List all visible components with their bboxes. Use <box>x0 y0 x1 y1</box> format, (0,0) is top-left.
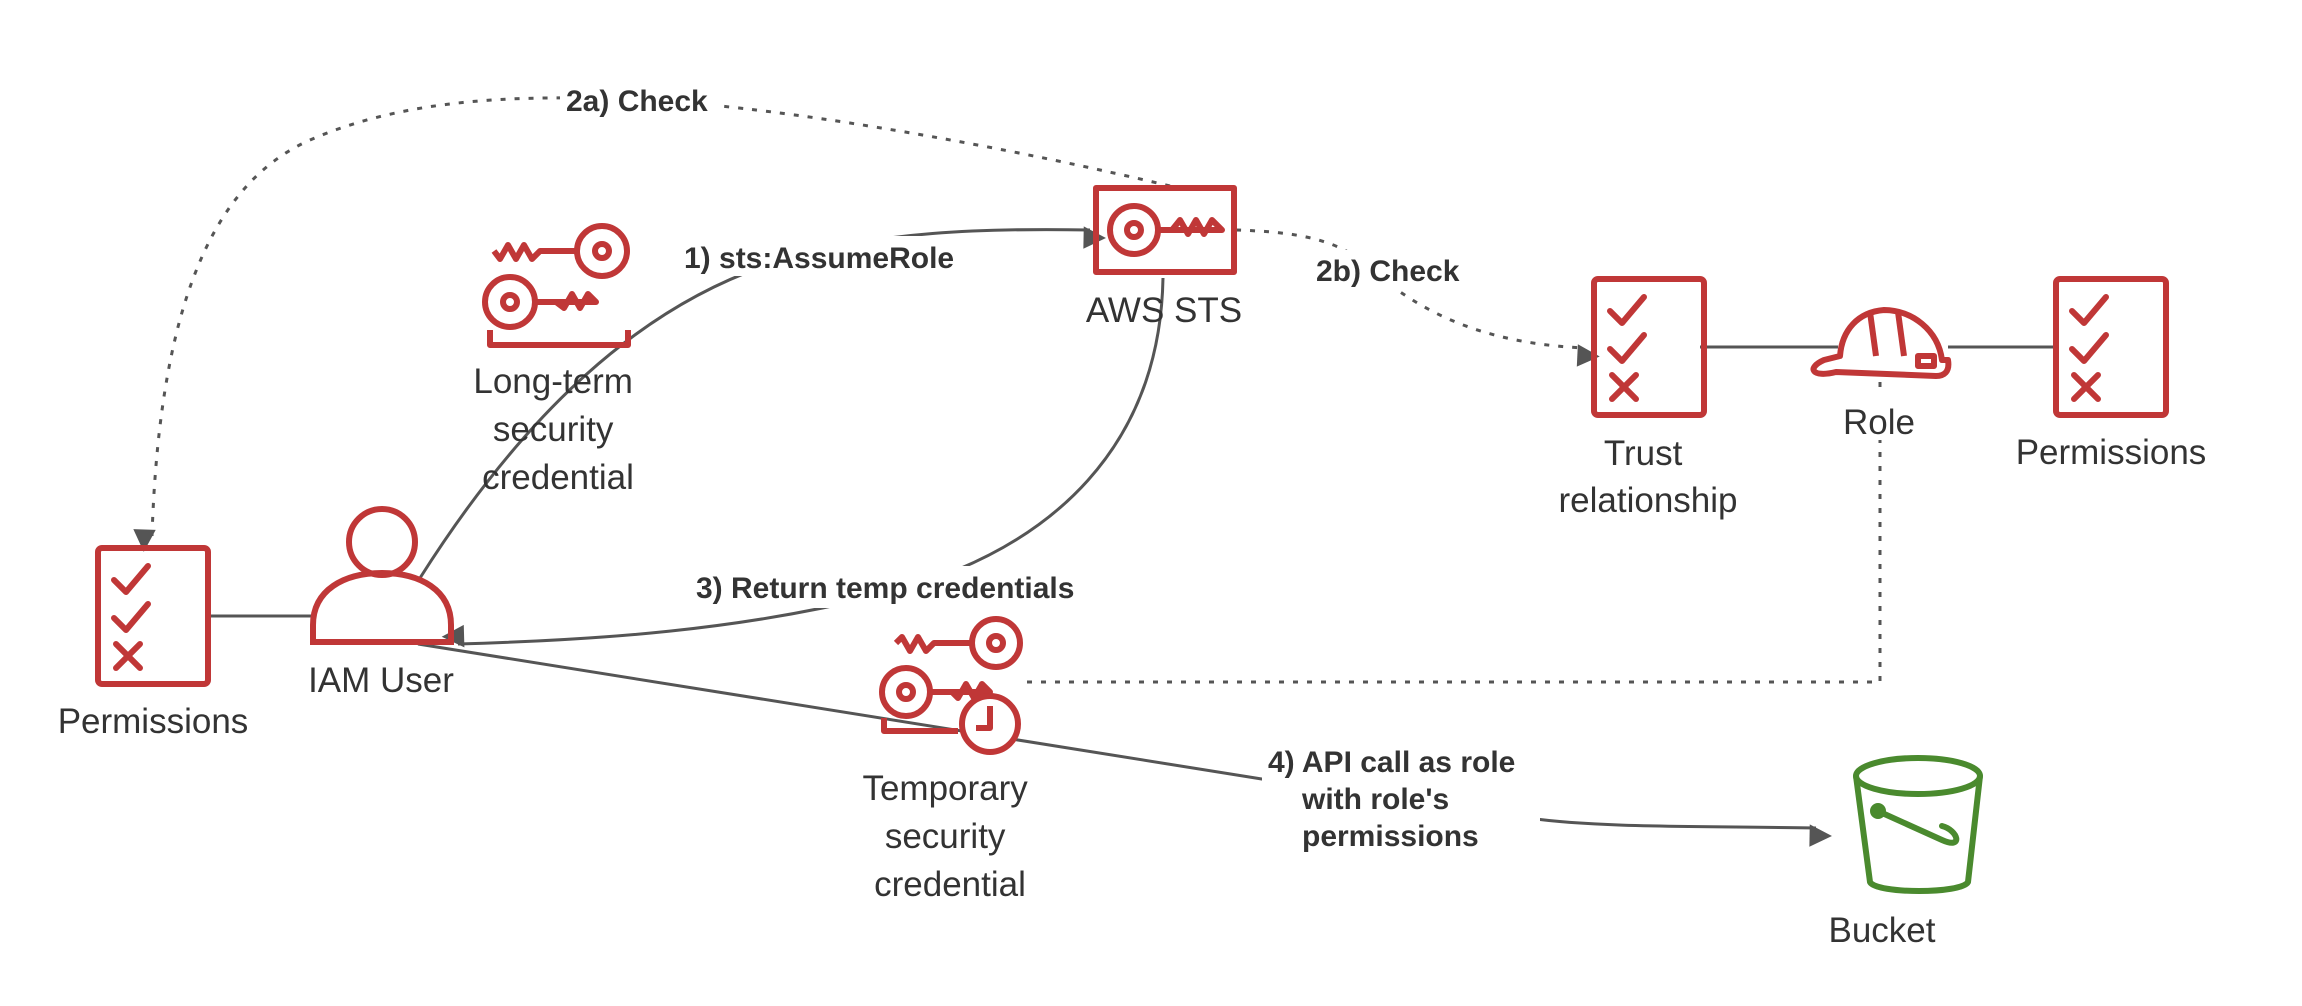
edge-label-bg <box>1310 250 1474 290</box>
edge-label-bg <box>678 236 974 276</box>
keys-clock-icon <box>879 616 1023 755</box>
permissions-right-label: Permissions <box>2016 433 2207 472</box>
temporary-credential-line: Temporary <box>862 769 1028 808</box>
bucket-icon <box>1853 755 1983 894</box>
edge-api-call-end <box>1527 816 1832 847</box>
iam-user-label: IAM User <box>308 661 454 700</box>
edge-label-api-call: 4) API call as role with role's permissi… <box>1268 746 1524 853</box>
long-term-credential-line: Long-term <box>473 362 633 401</box>
edge-api-call <box>417 642 1269 782</box>
edge-label-assume-role: 1) sts:AssumeRole <box>684 242 954 275</box>
temporary-credential-label: Temporary security credential <box>862 769 1037 904</box>
edge-label-check-2b: 2b) Check <box>1316 255 1460 288</box>
edge-label-bg <box>560 80 720 120</box>
role-label-bg <box>1836 392 1922 440</box>
checklist-icon <box>2053 276 2169 418</box>
connectors <box>133 96 2056 847</box>
trust-relationship-line: relationship <box>1559 481 1738 520</box>
hard-hat-icon <box>1810 307 1952 379</box>
checklist-icon <box>95 545 211 687</box>
edge-label-bg <box>1262 740 1540 860</box>
aws-sts-label: AWS STS <box>1086 291 1242 330</box>
edge-label-api-call-line: 4) API call as role <box>1268 746 1515 779</box>
keys-icon <box>482 223 631 348</box>
edge-role-temp <box>1018 382 1882 684</box>
edge-label-return-temp: 3) Return temp credentials <box>696 572 1074 605</box>
temporary-credential-line: credential <box>874 865 1026 904</box>
edge-label-api-call-line: permissions <box>1302 820 1479 853</box>
trust-relationship-label: Trust relationship <box>1559 434 1738 520</box>
edge-label-api-call-line: with role's <box>1301 783 1449 816</box>
edge-label-check-2a: 2a) Check <box>566 85 708 118</box>
checklist-icon <box>1591 276 1707 418</box>
long-term-credential-label: Long-term security credential <box>473 362 642 497</box>
role-label: Role <box>1843 403 1915 442</box>
long-term-credential-line: security <box>493 410 614 449</box>
edge-label-bg <box>690 566 1102 608</box>
long-term-credential-line: credential <box>482 458 634 497</box>
user-icon <box>310 506 454 645</box>
bucket-label: Bucket <box>1829 911 1936 950</box>
temporary-credential-line: security <box>885 817 1006 856</box>
permissions-left-label: Permissions <box>58 702 249 741</box>
edge-check-2b <box>1235 228 1600 367</box>
key-icon <box>1093 185 1237 275</box>
trust-relationship-line: Trust <box>1604 434 1683 473</box>
